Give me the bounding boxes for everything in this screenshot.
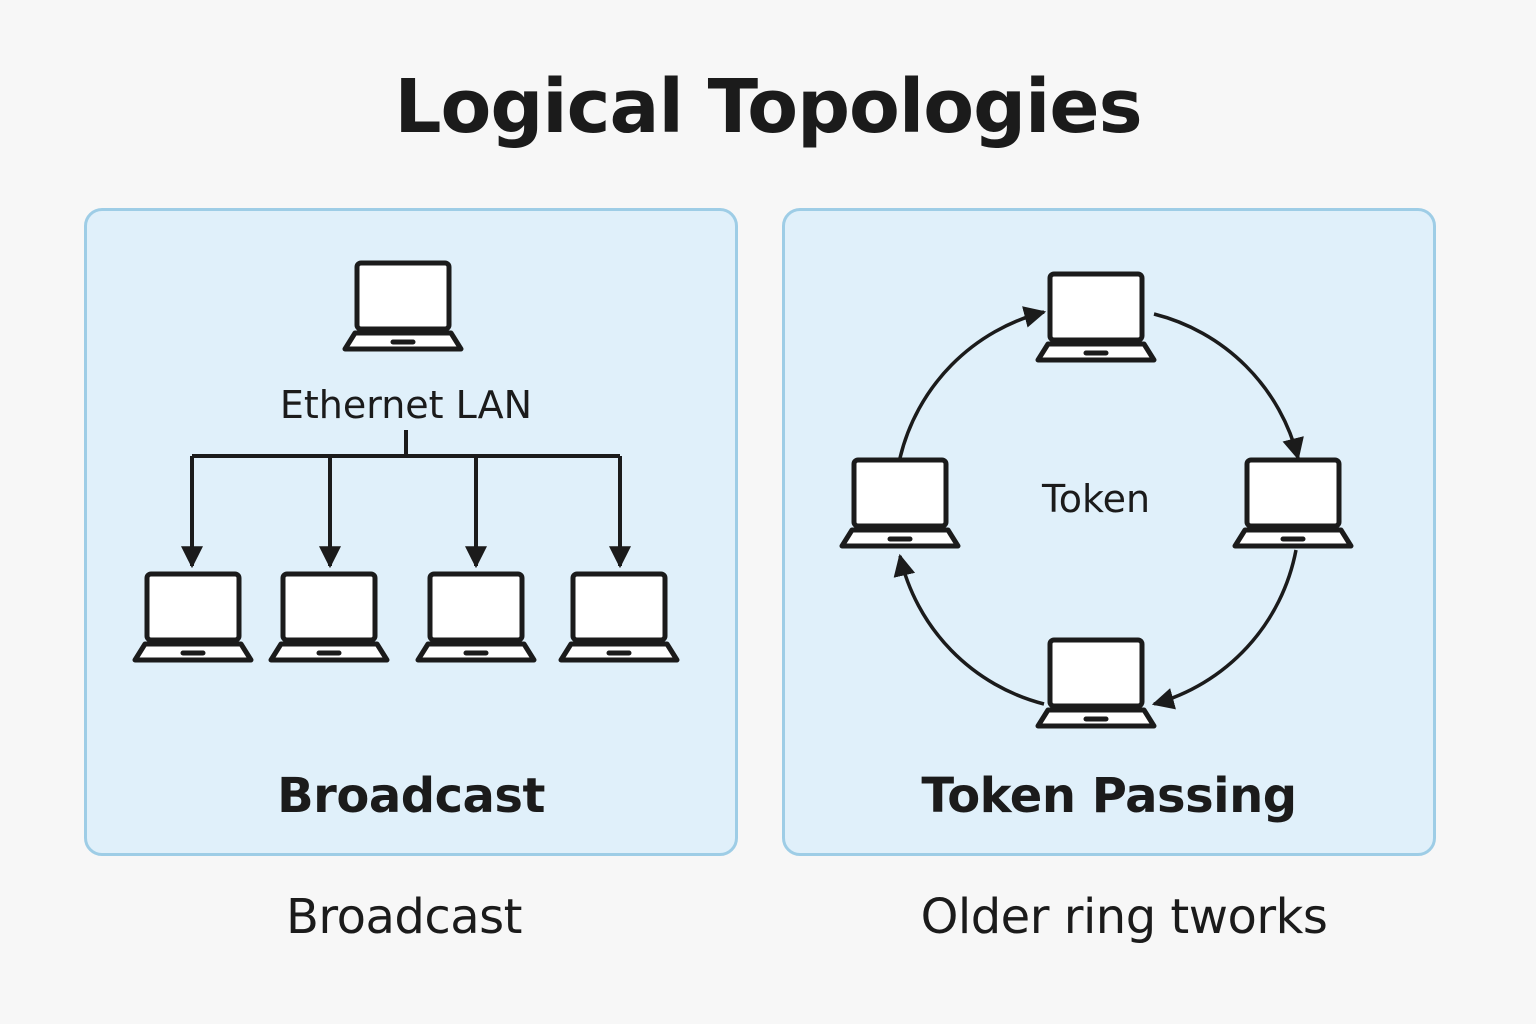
ring-arrow [1153, 312, 1304, 461]
broadcast-bus [181, 430, 631, 569]
laptop-icon [271, 574, 387, 660]
ethernet-lan-label: Ethernet LAN [280, 383, 532, 427]
ring-arrows [893, 306, 1304, 710]
laptop-icon [1038, 640, 1154, 726]
token-ring-diagram: Token [842, 274, 1351, 726]
laptop-icon [418, 574, 534, 660]
laptop-icon [345, 263, 461, 349]
token-passing-panel-label: Token Passing [921, 768, 1297, 824]
ring-arrow [1151, 549, 1298, 710]
token-label: Token [1041, 477, 1150, 521]
laptop-icon [842, 460, 958, 546]
laptop-icon [135, 574, 251, 660]
ring-arrow [898, 306, 1047, 459]
token-passing-caption: Older ring tworks [920, 889, 1328, 945]
broadcast-caption: Broadcast [286, 889, 523, 945]
laptop-icon [1235, 460, 1351, 546]
laptop-icon [561, 574, 677, 660]
laptop-icon [1038, 274, 1154, 360]
broadcast-diagram: Ethernet LAN [135, 263, 677, 660]
broadcast-panel-label: Broadcast [277, 768, 545, 824]
ring-arrow [893, 553, 1045, 706]
page-title: Logical Topologies [394, 64, 1142, 150]
